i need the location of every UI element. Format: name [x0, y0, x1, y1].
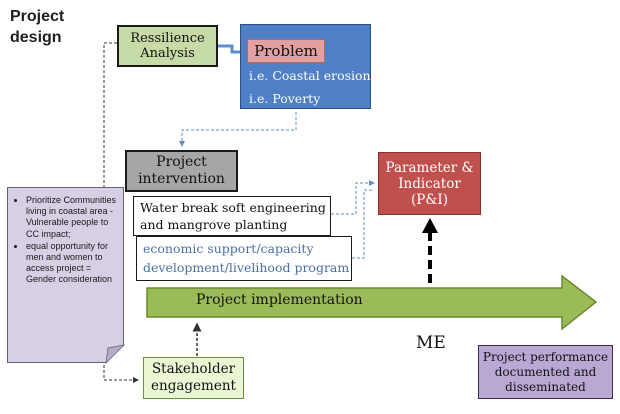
prioritize-note: Prioritize Communities living in coastal… — [7, 187, 124, 363]
parameter-indicator-box: Parameter & Indicator (P&I) — [378, 152, 481, 215]
economic-line-1: economic support/capacity — [143, 241, 314, 256]
parameter-line-1: Parameter & — [385, 159, 474, 176]
water-to-parameter-connector — [331, 180, 375, 215]
intervention-line-2: intervention — [138, 171, 225, 187]
prioritize-list: Prioritize Communities living in coastal… — [13, 195, 119, 286]
page-title: Project design — [10, 6, 110, 48]
stakeholder-engagement-box: Stakeholder engagement — [143, 357, 244, 399]
performance-line-1: Project performance — [482, 349, 609, 364]
prioritize-bullet-2: equal opportunity for men and women to a… — [26, 241, 119, 286]
performance-line-3: disseminated — [505, 379, 586, 394]
problem-item-coastal-erosion: i.e. Coastal erosion — [249, 68, 371, 83]
resilience-line-1: Ressilience — [130, 31, 205, 46]
problem-to-intervention-connector — [179, 112, 297, 147]
economic-support-box: economic support/capacity development/li… — [136, 236, 352, 281]
project-performance-box: Project performance documented and disse… — [478, 345, 613, 399]
problem-label: Problem — [247, 39, 325, 63]
performance-line-2: documented and — [494, 364, 597, 379]
problem-box — [240, 24, 371, 109]
resilience-line-2: Analysis — [140, 46, 195, 61]
prioritize-bullet-1: Prioritize Communities living in coastal… — [26, 195, 119, 240]
stakeholder-line-2: engagement — [151, 378, 236, 394]
resilience-analysis-box: Ressilience Analysis — [117, 25, 218, 67]
parameter-line-2: Indicator — [398, 175, 461, 192]
water-line-2: and mangrove planting — [140, 217, 288, 232]
page-title-text: Project design — [10, 8, 65, 46]
project-intervention-box: Project intervention — [125, 150, 238, 192]
parameter-line-3: (P&I) — [411, 191, 448, 208]
me-label: ME — [416, 333, 446, 353]
resilience-to-problem-connector — [218, 44, 240, 54]
implementation-to-parameter-arrowhead — [422, 218, 438, 233]
implementation-arrow — [146, 274, 598, 331]
intervention-line-1: Project — [156, 154, 207, 170]
water-break-box: Water break soft engineering and mangrov… — [133, 196, 331, 236]
economic-line-2: development/livelihood program — [143, 260, 350, 275]
water-line-1: Water break soft engineering — [140, 200, 326, 215]
implementation-label: Project implementation — [196, 292, 363, 308]
problem-item-poverty: i.e. Poverty — [249, 91, 321, 106]
economic-to-parameter-connector — [352, 189, 374, 259]
stakeholder-line-1: Stakeholder — [151, 361, 236, 377]
